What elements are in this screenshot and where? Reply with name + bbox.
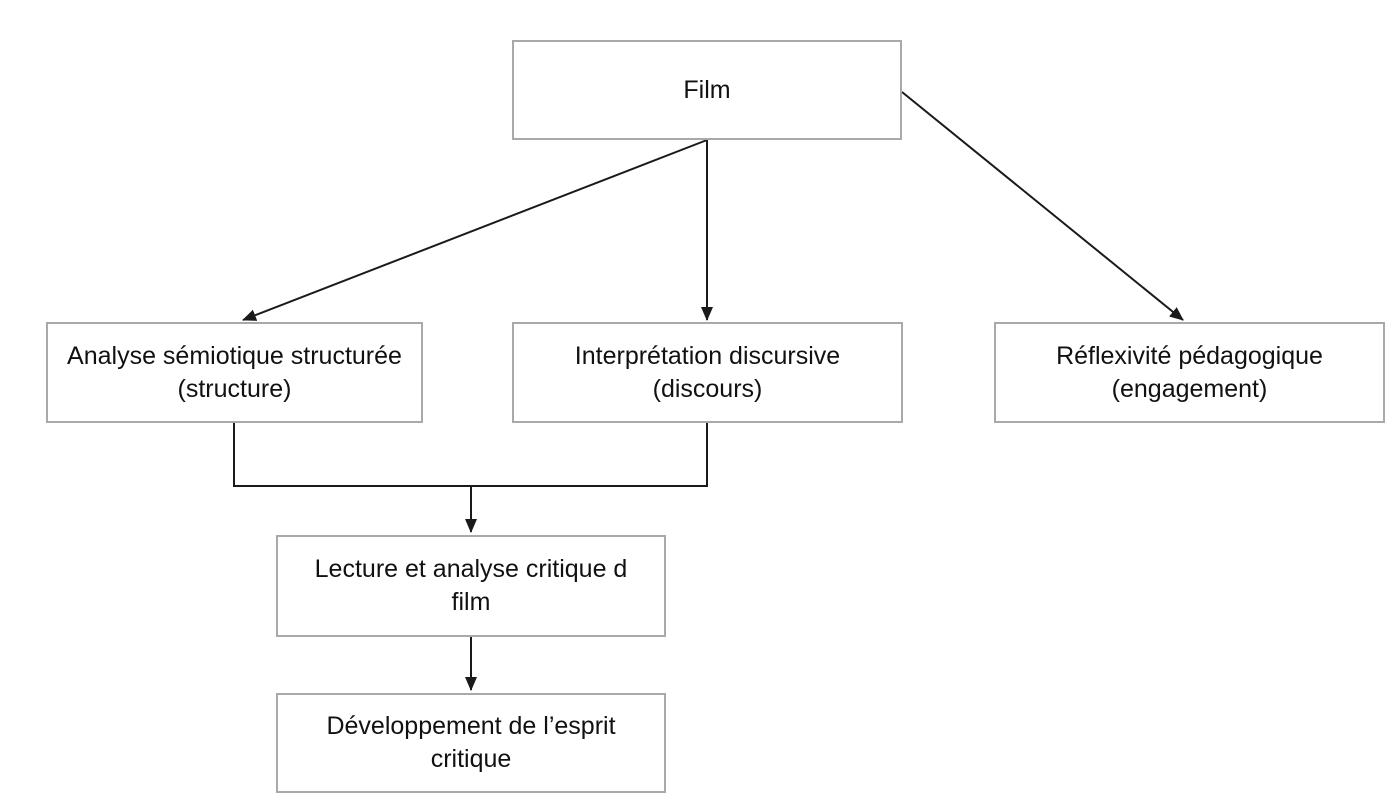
node-interpretation-discursive: Interprétation discursive (discours) [512,322,903,423]
node-analyse-semiotique: Analyse sémiotique structurée (structure… [46,322,423,423]
edge-film-reflexivite [901,91,1184,321]
node-reflexivite-pedagogique: Réflexivité pédagogique (engagement) [994,322,1385,423]
edge-film-analyse [242,139,708,321]
node-lecture-analyse-critique: Lecture et analyse critique d film [276,535,666,637]
node-developpement-esprit-critique: Développement de l’esprit critique [276,693,666,793]
node-film: Film [512,40,902,140]
